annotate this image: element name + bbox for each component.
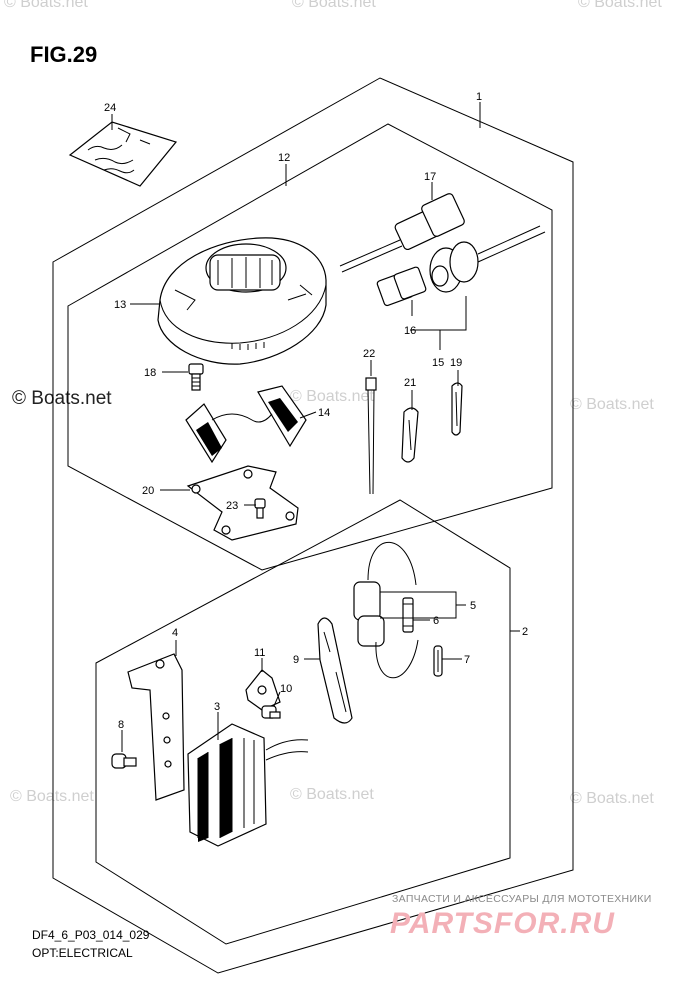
callout-23: 23 — [226, 500, 238, 512]
watermark-mid-right: © Boats.net — [570, 396, 654, 413]
callout-21: 21 — [404, 377, 416, 389]
leader-5 — [380, 591, 466, 619]
fuse-6 — [402, 597, 414, 633]
rectifier-3 — [187, 723, 309, 847]
fig-title: FIG.29 — [30, 42, 98, 67]
callout-3: 3 — [214, 701, 220, 713]
callout-9: 9 — [293, 654, 299, 666]
callout-18: 18 — [144, 367, 156, 379]
figure-caption: OPT:ELECTRICAL — [32, 946, 133, 960]
watermark-top-center: © Boats.net — [292, 0, 376, 11]
watermark-top-right: © Boats.net — [578, 0, 662, 11]
watermark-low-right: © Boats.net — [570, 790, 654, 807]
callout-10: 10 — [280, 683, 292, 695]
watermark-top-left: © Boats.net — [4, 0, 88, 11]
strap-21 — [401, 407, 419, 463]
watermark-mid-center: © Boats.net — [290, 388, 374, 405]
brand-logo: PARTSFOR.RU — [390, 907, 615, 940]
fuse-7 — [433, 645, 443, 677]
watermark-mid-left: © Boats.net — [12, 388, 112, 409]
outer-kit-frame — [52, 77, 574, 974]
leader-15 — [410, 296, 467, 350]
hardware-bag-24 — [68, 121, 178, 187]
brand-tagline: ЗАПЧАСТИ И АКСЕССУАРЫ ДЛЯ МОТОТЕХНИКИ — [392, 893, 652, 905]
callout-8: 8 — [118, 719, 124, 731]
bracket-plate-4 — [127, 653, 185, 801]
plug-16 — [376, 266, 427, 307]
bolt-8 — [111, 753, 137, 769]
callout-20: 20 — [142, 485, 154, 497]
fuse-holder-5 — [353, 541, 419, 679]
connector-17 — [339, 193, 465, 273]
leader-10 — [273, 691, 281, 707]
leader-14 — [299, 411, 317, 419]
watermark-low-center: © Boats.net — [290, 786, 374, 803]
callout-24: 24 — [104, 102, 116, 114]
callout-15: 15 — [432, 357, 444, 369]
inner-kit-frame-2 — [95, 499, 511, 945]
strap-9 — [317, 617, 353, 724]
inner-kit-frame-12 — [67, 123, 553, 571]
callout-22: 22 — [363, 348, 375, 360]
screw-18 — [188, 363, 204, 391]
callout-19: 19 — [450, 357, 462, 369]
callout-13: 13 — [114, 299, 126, 311]
screw-10 — [261, 705, 281, 719]
callout-16: 16 — [404, 325, 416, 337]
callout-5: 5 — [470, 600, 476, 612]
callout-2: 2 — [522, 626, 528, 638]
callout-4: 4 — [172, 627, 178, 639]
stator-13 — [157, 237, 327, 365]
strap-19 — [451, 382, 463, 436]
socket-15 — [429, 225, 546, 293]
cable-tie-22 — [365, 377, 377, 495]
rectifier-clips-14 — [185, 385, 307, 464]
callout-17: 17 — [424, 171, 436, 183]
callout-6: 6 — [433, 615, 439, 627]
watermark-low-left: © Boats.net — [10, 788, 94, 805]
mount-plate-20 — [186, 465, 299, 541]
callout-7: 7 — [464, 654, 470, 666]
callout-11: 11 — [254, 647, 265, 659]
figure-code: DF4_6_P03_014_029 — [32, 928, 150, 942]
callout-14: 14 — [318, 407, 330, 419]
callout-1: 1 — [476, 91, 482, 103]
callout-12: 12 — [278, 152, 290, 164]
screw-23 — [254, 498, 266, 519]
